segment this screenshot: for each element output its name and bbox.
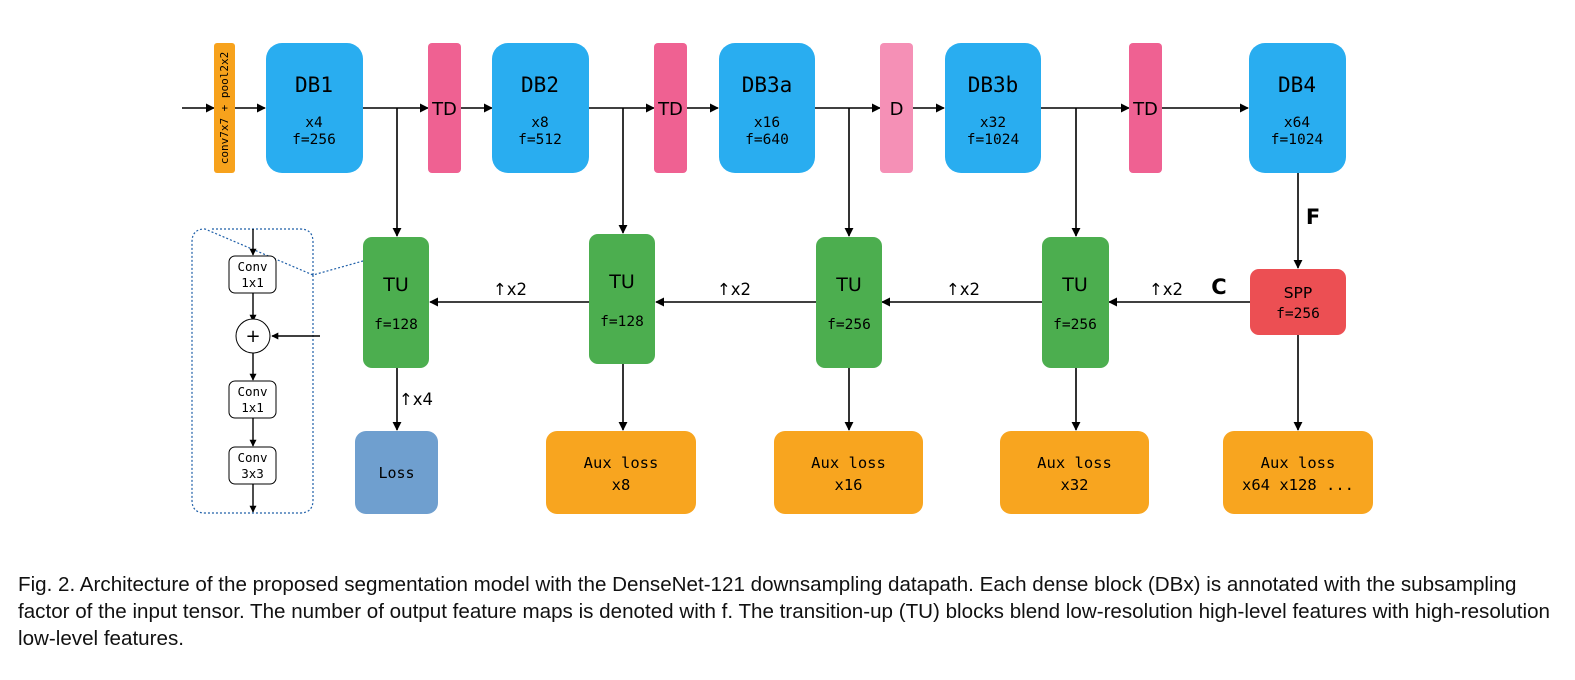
db-features: f=1024 <box>1271 132 1324 148</box>
plus-icon: + <box>245 326 260 347</box>
transition-up-tu4: TU f=256 <box>1042 237 1109 368</box>
tu-detail-conv-c: Conv 3x3 <box>228 446 277 485</box>
dense-block-db1: DB1 x4 f=256 <box>266 43 363 173</box>
input-conv-block: conv7x7 + pool2x2 <box>214 43 235 173</box>
conv-type: Conv <box>237 259 267 274</box>
upsample-label-2: ↑x2 <box>717 280 751 299</box>
tu-name: TU <box>382 274 409 296</box>
aux-loss-line1: Aux loss <box>811 454 886 472</box>
transition-td3: TD <box>1129 43 1162 173</box>
conv-type: Conv <box>237 384 267 399</box>
aux-loss-line2: x16 <box>835 476 863 494</box>
db-factor: x32 <box>980 115 1006 131</box>
tu-features: f=128 <box>600 314 644 330</box>
tu-detail-sum-node: + <box>235 318 271 354</box>
transition-label: TD <box>1132 99 1158 120</box>
tu-name: TU <box>608 271 635 293</box>
transition-label: D <box>890 99 904 120</box>
db-factor: x64 <box>1284 115 1310 131</box>
spp-block: SPP f=256 <box>1250 269 1346 335</box>
upsample-label-4: ↑x2 <box>1149 280 1183 299</box>
db-name: DB2 <box>521 73 559 97</box>
final-upsample-label: ↑x4 <box>399 390 433 409</box>
aux-loss-line1: Aux loss <box>1261 454 1336 472</box>
db-features: f=640 <box>745 132 789 148</box>
tu-detail-conv-b: Conv 1x1 <box>228 380 277 419</box>
upsample-label-3: ↑x2 <box>946 280 980 299</box>
transition-td1: TD <box>428 43 461 173</box>
aux-loss-line1: Aux loss <box>584 454 659 472</box>
aux-loss-line2: x32 <box>1061 476 1089 494</box>
architecture-diagram: conv7x7 + pool2x2 DB1 x4 f=256 DB2 x8 f=… <box>182 43 1373 514</box>
tu-name: TU <box>1061 274 1088 296</box>
loss-block: Loss <box>355 431 438 514</box>
connectors <box>182 103 1303 431</box>
db-name: DB4 <box>1278 73 1316 97</box>
db-factor: x8 <box>531 115 548 131</box>
aux-loss-line2: x64 x128 ... <box>1242 476 1354 494</box>
figure-caption: Fig. 2. Architecture of the proposed seg… <box>18 573 1551 650</box>
label-f: F <box>1306 205 1320 229</box>
db-features: f=1024 <box>967 132 1020 148</box>
transition-d: D <box>880 43 913 173</box>
tu-detail-outline <box>191 228 364 514</box>
conv-size: 1x1 <box>241 275 264 290</box>
db-name: DB3b <box>968 73 1019 97</box>
transition-label: TD <box>657 99 683 120</box>
input-conv-label: conv7x7 + pool2x2 <box>218 52 231 165</box>
db-name: DB3a <box>742 73 793 97</box>
dense-block-db3b: DB3b x32 f=1024 <box>945 43 1041 173</box>
transition-up-tu3: TU f=256 <box>816 237 882 368</box>
tu-features: f=256 <box>1053 317 1097 333</box>
db-features: f=512 <box>518 132 562 148</box>
spp-name: SPP <box>1284 284 1313 302</box>
aux-loss-x16: Aux loss x16 <box>774 431 923 514</box>
aux-loss-x32: Aux loss x32 <box>1000 431 1149 514</box>
db-name: DB1 <box>295 73 333 97</box>
aux-loss-line2: x8 <box>612 476 631 494</box>
db-features: f=256 <box>292 132 336 148</box>
tu-detail-inset: Conv 1x1 + Conv 1x1 Conv 3x3 <box>191 228 364 514</box>
aux-loss-line1: Aux loss <box>1037 454 1112 472</box>
loss-label: Loss <box>378 464 414 482</box>
transition-label: TD <box>431 99 457 120</box>
transition-td2: TD <box>654 43 687 173</box>
tu-features: f=256 <box>827 317 871 333</box>
tu-name: TU <box>835 274 862 296</box>
label-c: C <box>1211 275 1226 299</box>
upsample-label-1: ↑x2 <box>493 280 527 299</box>
conv-size: 1x1 <box>241 400 264 415</box>
aux-loss-x64: Aux loss x64 x128 ... <box>1223 431 1373 514</box>
transition-up-tu2: TU f=128 <box>589 234 655 364</box>
dense-block-db2: DB2 x8 f=512 <box>492 43 589 173</box>
dense-block-db4: DB4 x64 f=1024 <box>1249 43 1346 173</box>
tu-detail-conv-a: Conv 1x1 <box>228 255 277 294</box>
conv-type: Conv <box>237 450 267 465</box>
tu-features: f=128 <box>374 317 418 333</box>
db-factor: x16 <box>754 115 780 131</box>
aux-loss-x8: Aux loss x8 <box>546 431 696 514</box>
spp-features: f=256 <box>1276 306 1320 322</box>
dense-block-db3a: DB3a x16 f=640 <box>719 43 815 173</box>
conv-size: 3x3 <box>241 466 264 481</box>
transition-up-tu1: TU f=128 <box>363 237 429 368</box>
db-factor: x4 <box>305 115 323 131</box>
